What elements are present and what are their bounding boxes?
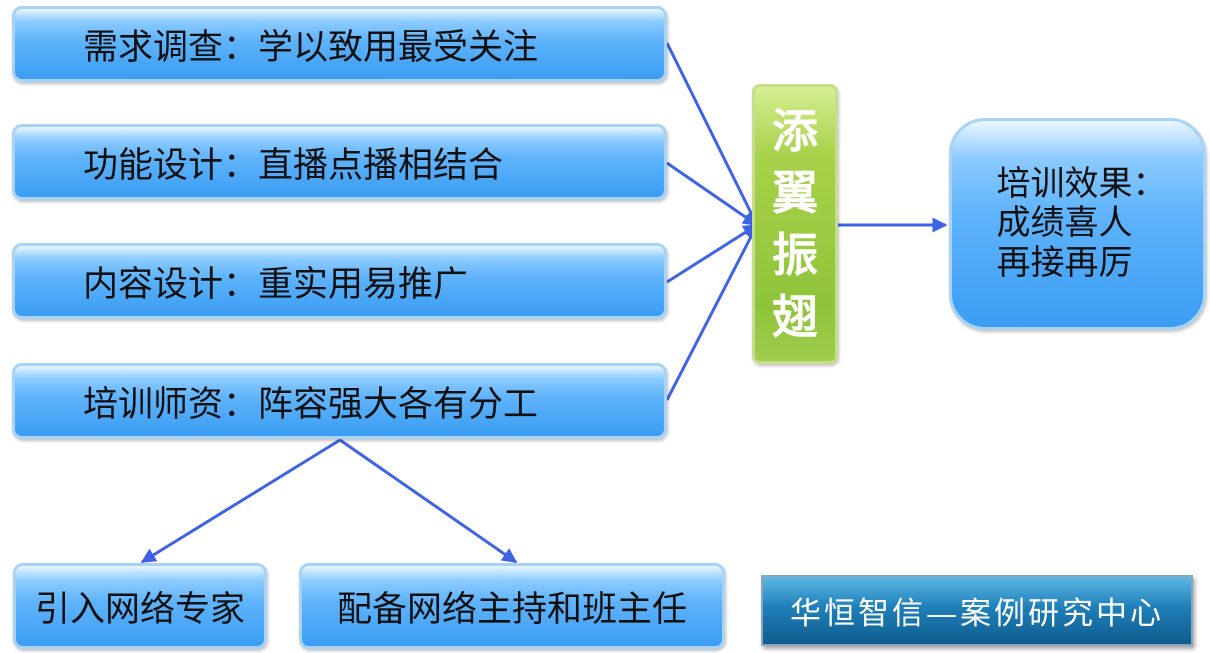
topic-label: 内容设计：重实用易推广 (83, 264, 469, 305)
arrow-topic-3-to-center (666, 223, 759, 284)
arrow-to-sub-2 (339, 438, 518, 564)
badge-label: 华恒智信—案例研究中心 (790, 596, 1164, 632)
sub-label: 引入网络专家 (34, 589, 245, 630)
result-box: 培训效果： 成绩喜人 再接再厉 (949, 118, 1206, 330)
sub-box-network-experts: 引入网络专家 (13, 563, 267, 649)
sub-box-hosts-and-teachers: 配备网络主持和班主任 (299, 563, 725, 649)
center-label: 添翼振翅 (772, 104, 818, 344)
topic-box-demand-survey: 需求调查：学以致用最受关注 (12, 6, 667, 82)
topic-box-content-design: 内容设计：重实用易推广 (12, 243, 667, 319)
topic-label: 培训师资：阵容强大各有分工 (83, 384, 539, 425)
sub-label: 配备网络主持和班主任 (336, 589, 687, 630)
center-box: 添翼振翅 (752, 84, 838, 364)
topic-box-function-design: 功能设计：直播点播相结合 (12, 124, 667, 200)
topic-label: 功能设计：直播点播相结合 (83, 145, 504, 186)
arrow-to-sub-1 (140, 438, 341, 564)
topic-label: 需求调查：学以致用最受关注 (83, 27, 539, 68)
arrow-topic-2-to-center (666, 161, 759, 227)
result-label: 培训效果： 成绩喜人 再接再厉 (996, 163, 1167, 283)
arrow-topic-4-to-center (665, 223, 759, 401)
arrow-topic-1-to-center (665, 42, 759, 227)
topic-box-trainer-team: 培训师资：阵容强大各有分工 (12, 363, 667, 439)
source-badge: 华恒智信—案例研究中心 (761, 575, 1193, 646)
